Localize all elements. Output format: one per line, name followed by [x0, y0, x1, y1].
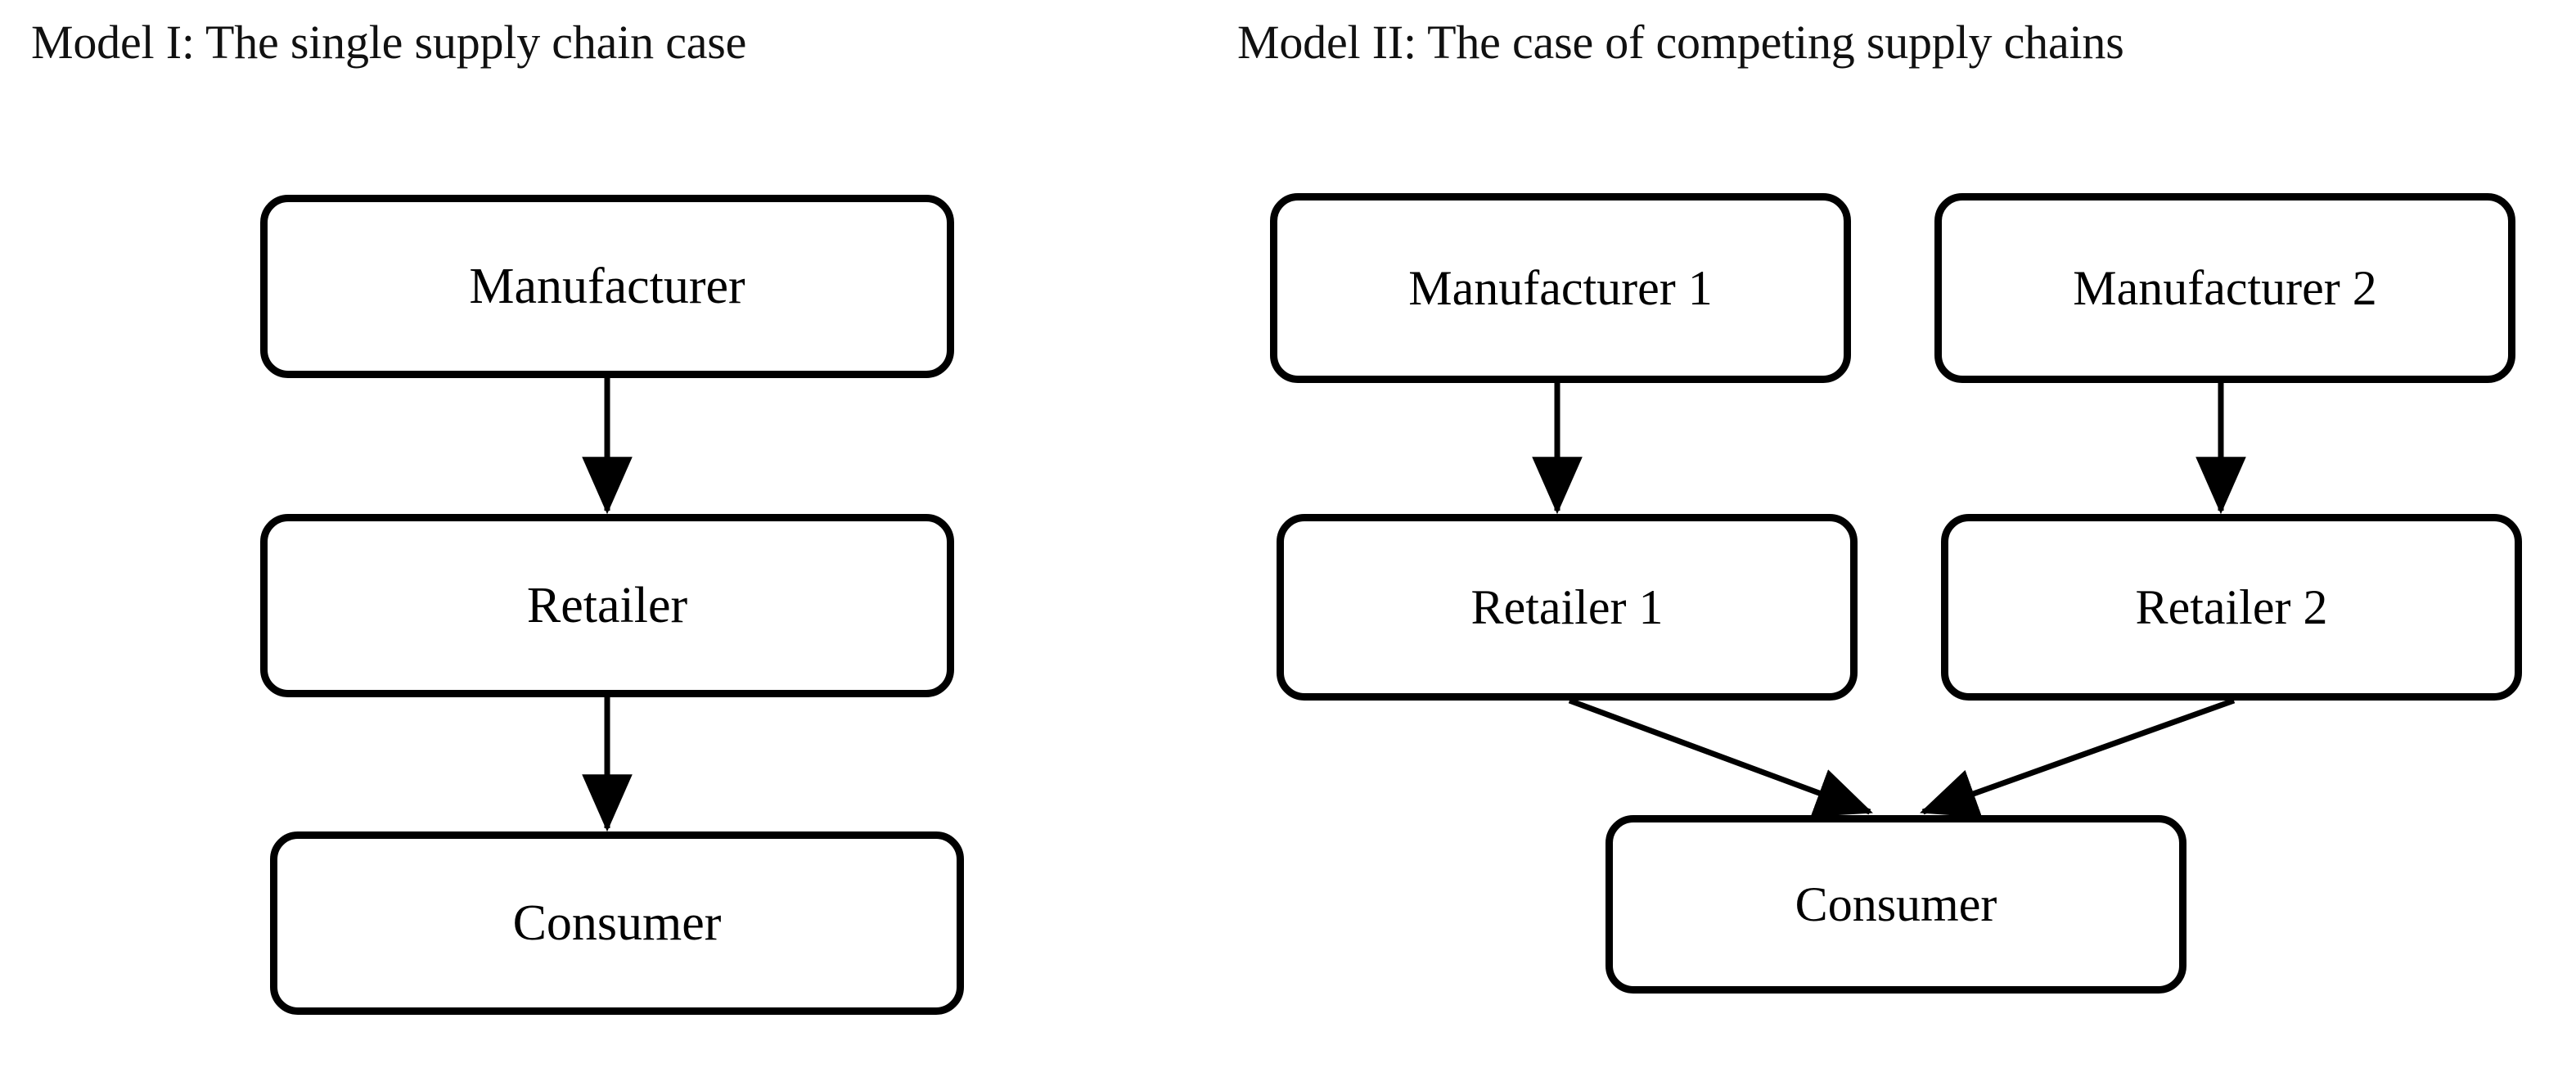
node-manufacturer-1-label: Manufacturer 1	[1408, 261, 1713, 315]
node-retailer-2[interactable]: Retailer 2	[1941, 514, 2522, 701]
node-retailer-1-label: Retailer 1	[1470, 580, 1664, 634]
model-1-title: Model I: The single supply chain case	[31, 16, 747, 69]
model-2-title: Model II: The case of competing supply c…	[1237, 16, 2124, 69]
node-retailer-1[interactable]: Retailer 1	[1277, 514, 1858, 701]
node-consumer[interactable]: Consumer	[270, 831, 964, 1015]
node-manufacturer[interactable]: Manufacturer	[260, 195, 954, 378]
node-manufacturer-1[interactable]: Manufacturer 1	[1270, 193, 1851, 383]
node-consumer-model-2-label: Consumer	[1795, 877, 1997, 931]
node-retailer[interactable]: Retailer	[260, 514, 954, 697]
edge-retailer-1-to-consumer	[1568, 697, 1873, 818]
node-retailer-label: Retailer	[526, 578, 688, 633]
node-consumer-model-2[interactable]: Consumer	[1605, 815, 2186, 994]
node-manufacturer-2-label: Manufacturer 2	[2073, 261, 2377, 315]
node-consumer-label: Consumer	[512, 895, 722, 951]
node-manufacturer-2[interactable]: Manufacturer 2	[1934, 193, 2515, 383]
node-retailer-2-label: Retailer 2	[2135, 580, 2328, 634]
edge-retailer-2-to-consumer	[1920, 697, 2236, 818]
node-manufacturer-label: Manufacturer	[469, 259, 745, 314]
